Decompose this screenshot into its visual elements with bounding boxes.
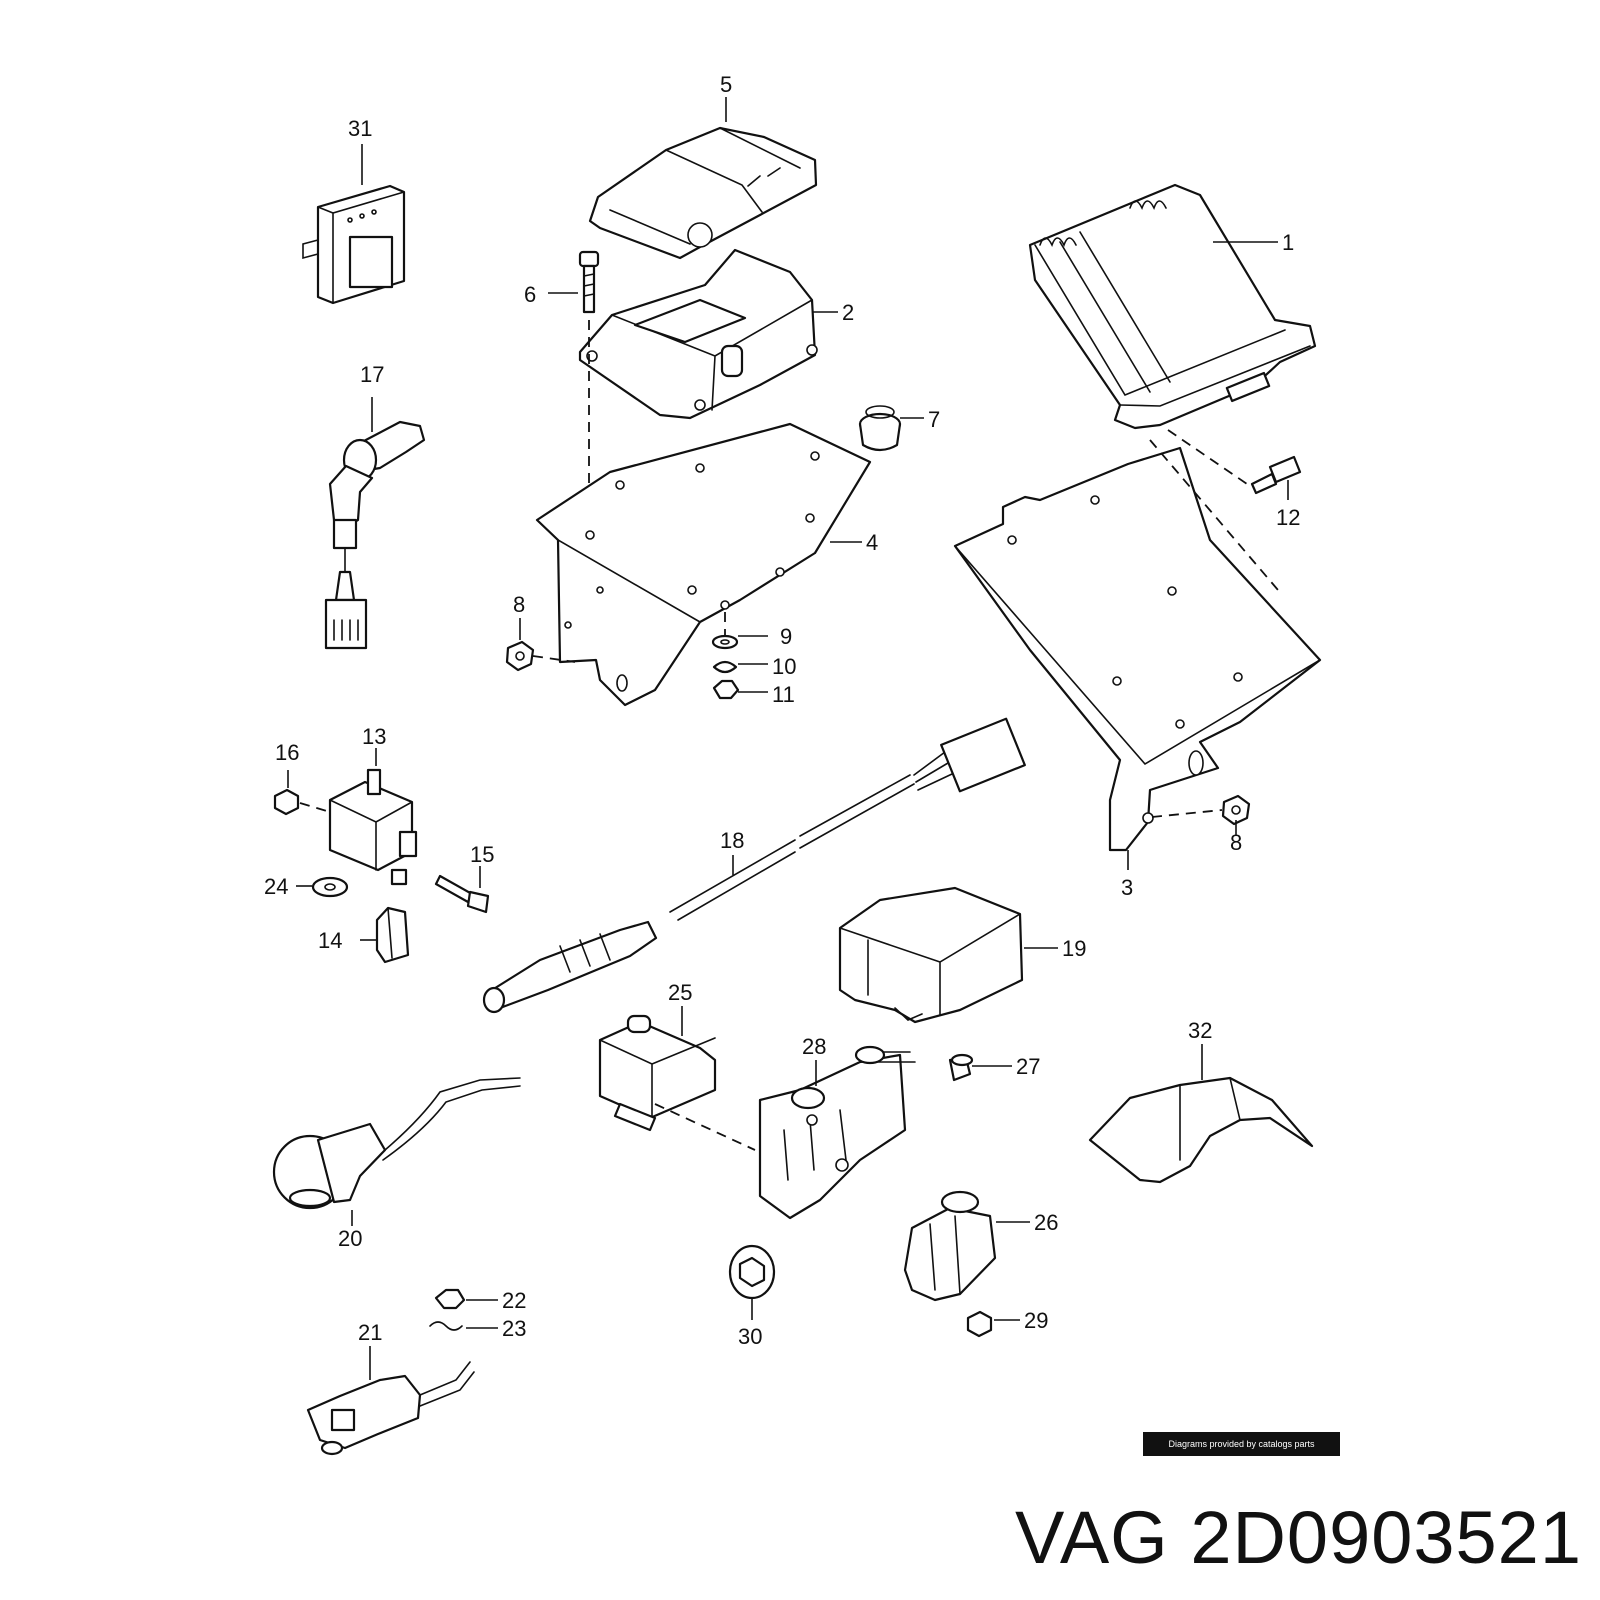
part-11-nut xyxy=(712,679,740,700)
callout-9: 9 xyxy=(780,624,792,649)
callout-27: 27 xyxy=(1016,1054,1040,1079)
callout-2: 2 xyxy=(842,300,854,325)
callout-29: 29 xyxy=(1024,1308,1048,1333)
part-28-mounting-plate xyxy=(758,1045,916,1220)
callout-4: 4 xyxy=(866,530,878,555)
part-27-grommet xyxy=(948,1053,974,1082)
part-1-engine-control-unit xyxy=(1028,183,1317,430)
callout-17: 17 xyxy=(360,362,384,387)
callout-16: 16 xyxy=(275,740,299,765)
callout-23: 23 xyxy=(502,1316,526,1341)
callout-13: 13 xyxy=(362,724,386,749)
part-26-valve xyxy=(903,1190,997,1302)
part-2-control-unit xyxy=(578,248,818,420)
part-3-ecu-bracket xyxy=(953,446,1322,852)
callout-22: 22 xyxy=(502,1288,526,1313)
part-32-heat-shield xyxy=(1088,1076,1314,1184)
part-18-lambda-sensor xyxy=(482,717,1026,1014)
callout-15: 15 xyxy=(470,842,494,867)
assembly-line-8-3 xyxy=(1151,809,1223,818)
part-9-washer xyxy=(711,634,739,650)
callout-25: 25 xyxy=(668,980,692,1005)
callout-32: 32 xyxy=(1188,1018,1212,1043)
part-16-nut xyxy=(273,788,300,816)
part-4-bracket xyxy=(535,422,872,707)
part-12-screw xyxy=(1250,455,1302,495)
part-number-caption: VAG 2D0903521 xyxy=(1015,1495,1582,1580)
part-20-pressure-valve xyxy=(272,1077,521,1210)
assembly-line-8-4 xyxy=(532,655,576,663)
callout-10: 10 xyxy=(772,654,796,679)
callout-28: 28 xyxy=(802,1034,826,1059)
part-29-nut xyxy=(966,1310,993,1338)
callout-6: 6 xyxy=(524,282,536,307)
callout-7: 7 xyxy=(928,407,940,432)
callout-labels: 1 2 3 4 5 6 7 8 9 10 11 12 13 14 15 16 1… xyxy=(264,72,1300,1349)
part-13-valve xyxy=(328,768,418,886)
part-6-bolt xyxy=(578,250,600,314)
part-22-nut xyxy=(434,1288,466,1310)
part-8-nut-left xyxy=(505,640,535,672)
part-30-washer-nut xyxy=(728,1244,776,1300)
callout-5: 5 xyxy=(720,72,732,97)
part-24-washer xyxy=(311,876,349,898)
brand-name: VAG xyxy=(1014,1496,1169,1579)
credit-banner: Diagrams provided by catalogs parts xyxy=(1143,1432,1340,1456)
callout-31: 31 xyxy=(348,116,372,141)
leader-lines xyxy=(287,97,1289,1380)
callout-26: 26 xyxy=(1034,1210,1058,1235)
part-21-switch xyxy=(306,1361,475,1456)
part-23-clip xyxy=(429,1321,463,1331)
part-17-speed-sensor xyxy=(324,420,426,650)
part-8-nut-right xyxy=(1221,794,1251,826)
part-25-valve xyxy=(598,1014,717,1132)
part-10-spring-washer xyxy=(712,660,738,674)
callout-8: 8 xyxy=(513,592,525,617)
callout-24: 24 xyxy=(264,874,288,899)
part-7-grommet xyxy=(858,405,902,452)
part-5-cover xyxy=(588,126,818,260)
callout-1: 1 xyxy=(1282,230,1294,255)
callout-19: 19 xyxy=(1062,936,1086,961)
callout-11: 11 xyxy=(772,682,795,707)
callout-12: 12 xyxy=(1276,505,1300,530)
callout-30: 30 xyxy=(738,1324,762,1349)
callout-18: 18 xyxy=(720,828,744,853)
callout-20: 20 xyxy=(338,1226,362,1251)
callout-21: 21 xyxy=(358,1320,382,1345)
part-19-cover xyxy=(838,886,1024,1024)
part-15-bolt xyxy=(434,874,490,914)
assembly-line-25-28 xyxy=(654,1103,756,1151)
part-14-connector xyxy=(375,906,410,964)
callout-14: 14 xyxy=(318,928,342,953)
part-31-control-module xyxy=(302,184,406,305)
callout-8-right: 8 xyxy=(1230,830,1242,855)
part-number: 2D0903521 xyxy=(1190,1496,1582,1579)
callout-3: 3 xyxy=(1121,875,1133,900)
assembly-line-16 xyxy=(299,802,331,813)
